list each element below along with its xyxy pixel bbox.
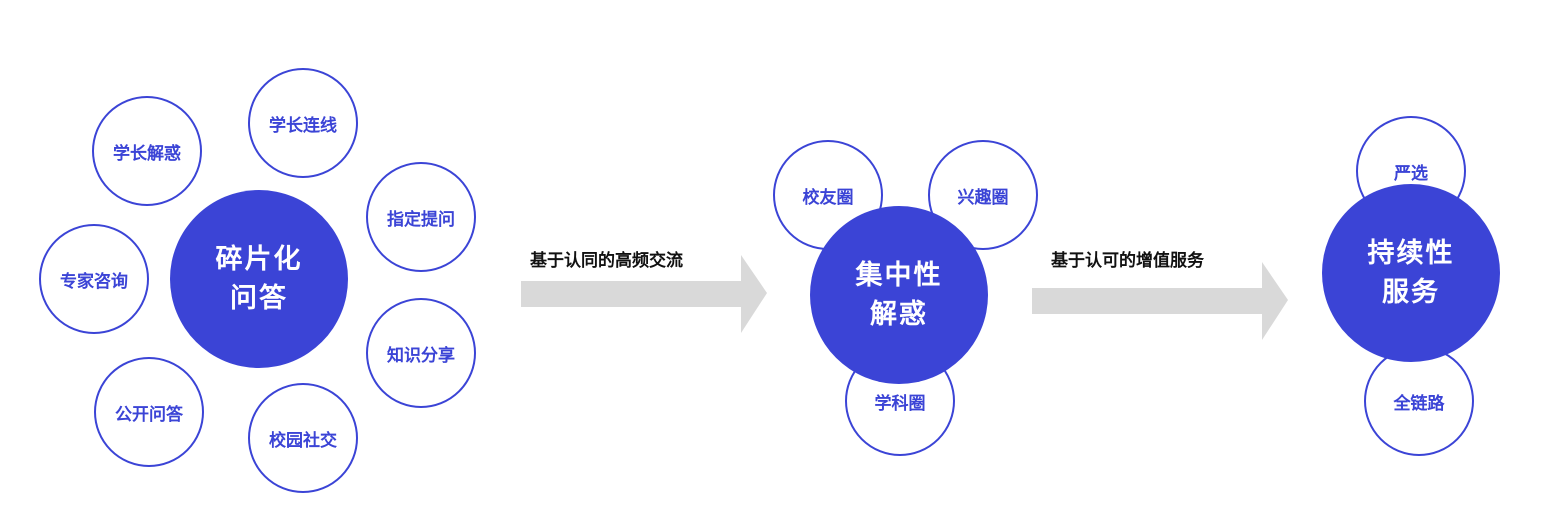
node-label: 全链路: [1393, 393, 1445, 414]
node-label: 学长连线: [269, 115, 337, 136]
node-label: 严选: [1394, 163, 1428, 184]
node-label: 知识分享: [387, 345, 455, 366]
node-label: 指定提问: [387, 209, 455, 230]
center-line-1: 碎片化: [215, 243, 303, 275]
arrow1-shape: [521, 255, 767, 333]
node-zhishi-fenxiang: 知识分享: [366, 298, 476, 408]
arrow2-shape: [1032, 262, 1288, 340]
node-xuezhang-jiehuo: 学长解惑: [92, 96, 202, 206]
center-line-2: 服务: [1382, 277, 1440, 308]
center-line-2: 解惑: [870, 299, 928, 330]
arrow2-label: 基于认可的增值服务: [1051, 251, 1204, 271]
node-zhuanjia-zixun: 专家咨询: [39, 224, 149, 334]
node-label: 校友圈: [802, 187, 854, 208]
arrow1-label: 基于认同的高频交流: [530, 251, 683, 271]
center-line-2: 问答: [230, 283, 288, 314]
center-line-1: 集中性: [855, 259, 943, 291]
node-xiaoyuan-shejiao: 校园社交: [248, 383, 358, 493]
node-label: 兴趣圈: [957, 187, 1009, 208]
node-label: 专家咨询: [60, 271, 128, 292]
node-label: 学长解惑: [113, 143, 181, 164]
stage2-center-node: 集中性 解惑: [810, 206, 988, 384]
node-label: 学科圈: [874, 393, 926, 414]
node-quanlianlu: 全链路: [1364, 346, 1474, 456]
node-zhiding-tiwen: 指定提问: [366, 162, 476, 272]
stage1-center-node: 碎片化 问答: [170, 190, 348, 368]
node-label: 公开问答: [115, 404, 183, 425]
center-line-1: 持续性: [1367, 237, 1455, 269]
stage3-center-node: 持续性 服务: [1322, 184, 1500, 362]
node-xuezhang-lianxian: 学长连线: [248, 68, 358, 178]
node-label: 校园社交: [269, 430, 337, 451]
node-gongkai-wenda: 公开问答: [94, 357, 204, 467]
